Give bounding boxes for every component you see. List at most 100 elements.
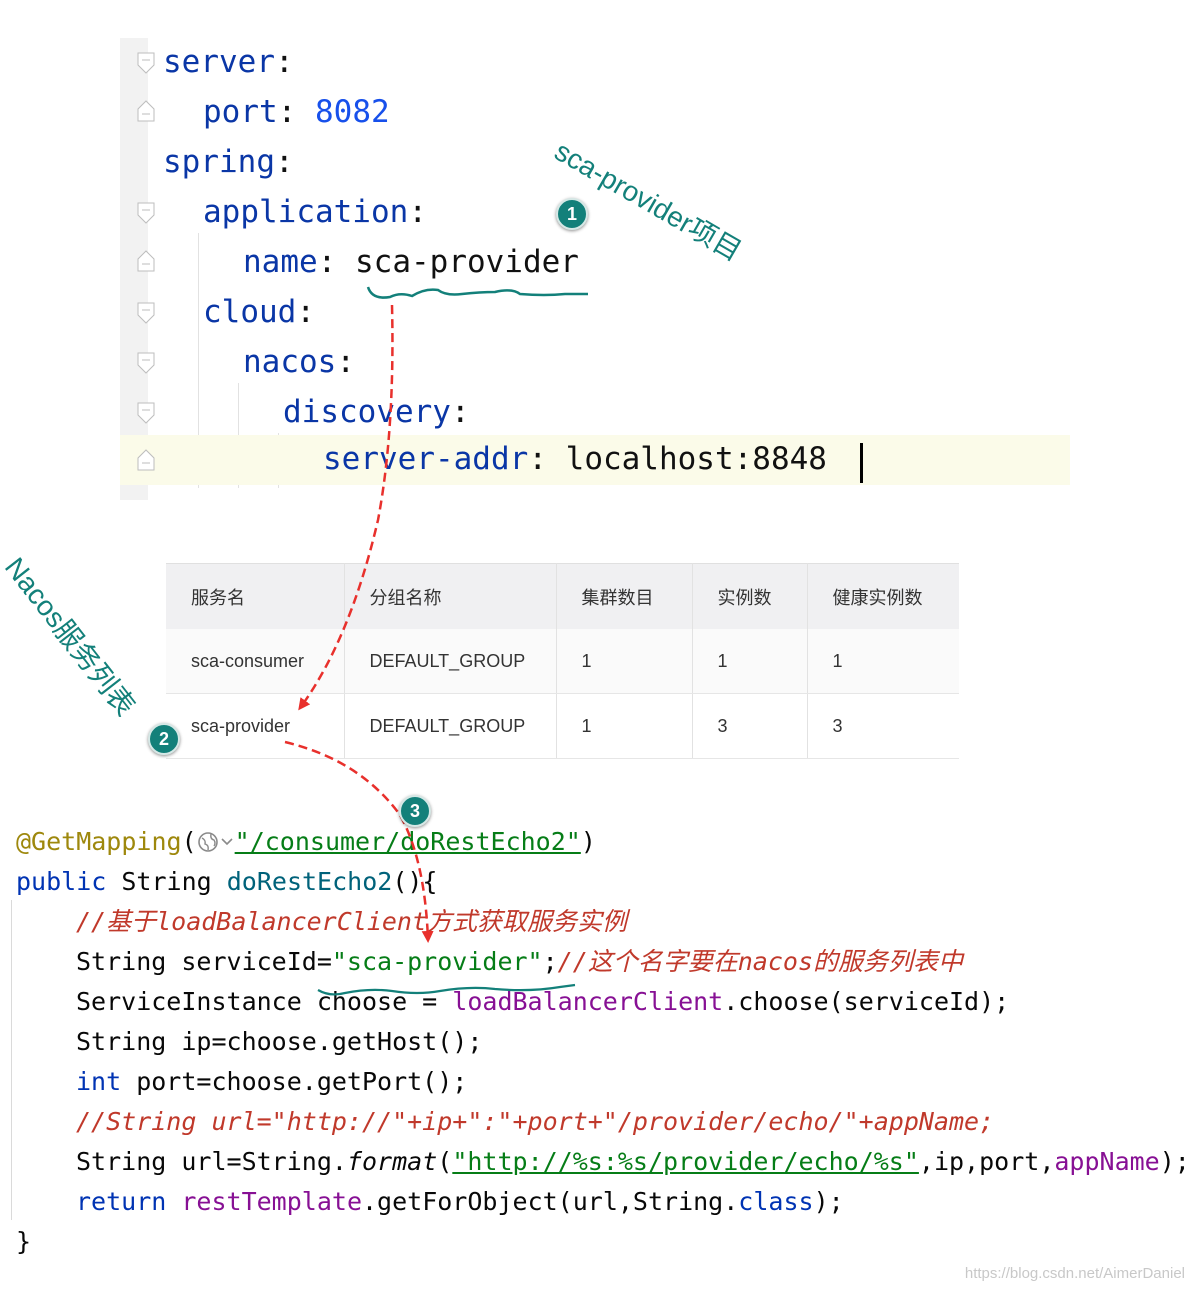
yaml-editor[interactable]: server: port: 8082 spring: application: … [120, 38, 1070, 500]
cell-group-name: DEFAULT_GROUP [344, 693, 557, 759]
method-parens: (){ [392, 867, 438, 896]
web-globe-icon[interactable] [197, 831, 235, 853]
yaml-line-cloud[interactable]: cloud: [120, 288, 1070, 338]
code-text: ,ip,port, [918, 1147, 1055, 1176]
code-text: ); [1159, 1147, 1190, 1176]
yaml-value-server-addr: localhost:8848 [565, 441, 827, 477]
code-text: ; [542, 947, 558, 976]
type-string: String [121, 867, 212, 896]
step-badge-1: 1 [556, 198, 588, 230]
yaml-line-name[interactable]: name: sca-provider [120, 238, 1070, 288]
yaml-line-application[interactable]: application: [120, 188, 1070, 238]
yaml-key-name: name [243, 244, 318, 280]
table-header-row: 服务名 分组名称 集群数目 实例数 健康实例数 [166, 563, 959, 629]
yaml-colon: : [336, 344, 355, 380]
column-header-instance-count[interactable]: 实例数 [692, 563, 808, 629]
code-line-closing-brace[interactable]: } [16, 1222, 31, 1262]
cell-instance-count: 1 [692, 629, 808, 694]
cell-instance-count: 3 [692, 693, 808, 759]
code-text: String serviceId= [76, 947, 332, 976]
yaml-key-application: application [203, 194, 409, 230]
fold-open-icon[interactable] [137, 302, 155, 324]
nacos-service-table: 服务名 分组名称 集群数目 实例数 健康实例数 sca-consumer DEF… [166, 563, 959, 759]
step-badge-3: 3 [399, 795, 431, 827]
yaml-line-nacos[interactable]: nacos: [120, 338, 1070, 388]
keyword-return: return [76, 1187, 167, 1216]
code-line-comment[interactable]: //基于loadBalancerClient方式获取服务实例 [76, 902, 627, 942]
table-row[interactable]: sca-provider DEFAULT_GROUP 1 3 3 [166, 693, 959, 759]
watermark: https://blog.csdn.net/AimerDaniel [964, 1265, 1185, 1282]
code-line-commented-url[interactable]: //String url="http://"+ip+":"+port+"/pro… [76, 1102, 994, 1142]
url-format-string[interactable]: "http://%s:%s/provider/echo/%s" [452, 1147, 919, 1176]
field-app-name: appName [1054, 1147, 1160, 1176]
getmapping-annotation: @GetMapping [16, 827, 182, 856]
code-text: ); [813, 1187, 844, 1216]
cell-service-name: sca-consumer [166, 629, 345, 694]
code-text: String ip=choose.getHost(); [76, 1027, 483, 1056]
fold-end-icon[interactable] [137, 100, 155, 122]
code-text: port=choose.getPort(); [121, 1067, 468, 1096]
yaml-colon: : [450, 394, 470, 430]
closing-brace: } [16, 1227, 32, 1256]
java-editor[interactable]: @GetMapping("/consumer/doRestEcho2") pub… [0, 820, 1193, 1260]
column-header-group-name[interactable]: 分组名称 [344, 563, 557, 629]
yaml-colon: : [277, 94, 297, 130]
cell-service-name: sca-provider [166, 693, 345, 759]
code-line-service-id[interactable]: String serviceId="sca-provider";//这个名字要在… [76, 942, 963, 982]
method-name: doRestEcho2 [226, 867, 393, 896]
yaml-colon: : [296, 294, 315, 330]
code-comment: //基于loadBalancerClient方式获取服务实例 [76, 907, 628, 936]
indent-guide [198, 233, 199, 488]
yaml-colon: : [274, 144, 294, 180]
method-format: format [346, 1147, 438, 1176]
yaml-key-spring: spring [163, 144, 275, 180]
fold-open-icon[interactable] [137, 52, 155, 74]
cell-cluster-count: 1 [556, 693, 693, 759]
code-text: ( [437, 1147, 453, 1176]
fold-end-icon[interactable] [137, 250, 155, 272]
code-line-return[interactable]: return restTemplate.getForObject(url,Str… [76, 1182, 844, 1222]
table-row[interactable]: sca-consumer DEFAULT_GROUP 1 1 1 [166, 629, 959, 694]
yaml-key-port: port [203, 94, 278, 130]
cell-cluster-count: 1 [556, 629, 693, 694]
code-line-method-signature[interactable]: public String doRestEcho2(){ [16, 862, 437, 902]
field-rest-template: restTemplate [181, 1187, 362, 1216]
code-line-choose[interactable]: ServiceInstance choose = loadBalancerCli… [76, 982, 1009, 1022]
yaml-line-port[interactable]: port: 8082 [120, 88, 1070, 138]
column-header-service-name[interactable]: 服务名 [166, 563, 345, 629]
code-line-annotation[interactable]: @GetMapping("/consumer/doRestEcho2") [16, 827, 596, 856]
cell-group-name: DEFAULT_GROUP [344, 629, 557, 694]
column-header-cluster-count[interactable]: 集群数目 [556, 563, 693, 629]
code-text: ServiceInstance choose = [76, 987, 453, 1016]
code-line-ip[interactable]: String ip=choose.getHost(); [76, 1022, 482, 1062]
fold-open-icon[interactable] [137, 402, 155, 424]
column-header-healthy-instance-count[interactable]: 健康实例数 [807, 563, 959, 629]
keyword-class: class [738, 1187, 814, 1216]
mapping-path-link[interactable]: "/consumer/doRestEcho2" [234, 827, 581, 856]
yaml-colon: : [317, 244, 337, 280]
code-text: .getForObject(url,String. [362, 1187, 739, 1216]
cell-healthy-instance-count: 1 [807, 629, 959, 694]
yaml-value-name: sca-provider [355, 244, 579, 280]
yaml-line-server-addr[interactable]: server-addr: localhost:8848 [120, 435, 1070, 485]
code-line-url[interactable]: String url=String.format("http://%s:%s/p… [76, 1142, 1190, 1182]
yaml-colon: : [274, 44, 294, 80]
fold-open-icon[interactable] [137, 202, 155, 224]
code-comment: //这个名字要在nacos的服务列表中 [557, 947, 964, 976]
keyword-int: int [76, 1067, 122, 1096]
yaml-line-spring[interactable]: spring: [120, 138, 1070, 188]
fold-open-icon[interactable] [137, 352, 155, 374]
nacos-list-label: Nacos服务列表 [0, 551, 142, 722]
cell-healthy-instance-count: 3 [807, 693, 959, 759]
code-comment: //String url="http://"+ip+":"+port+"/pro… [76, 1107, 995, 1136]
text-caret [860, 443, 863, 483]
yaml-value-port: 8082 [315, 94, 390, 130]
code-line-port[interactable]: int port=choose.getPort(); [76, 1062, 467, 1102]
step-badge-2: 2 [148, 723, 180, 755]
yaml-key-discovery: discovery [283, 394, 451, 430]
string-service-id: "sca-provider" [331, 947, 543, 976]
yaml-line-discovery[interactable]: discovery: [120, 388, 1070, 438]
yaml-line-server[interactable]: server: [120, 38, 1070, 88]
code-text: String url=String. [76, 1147, 347, 1176]
fold-end-icon[interactable] [137, 449, 155, 471]
